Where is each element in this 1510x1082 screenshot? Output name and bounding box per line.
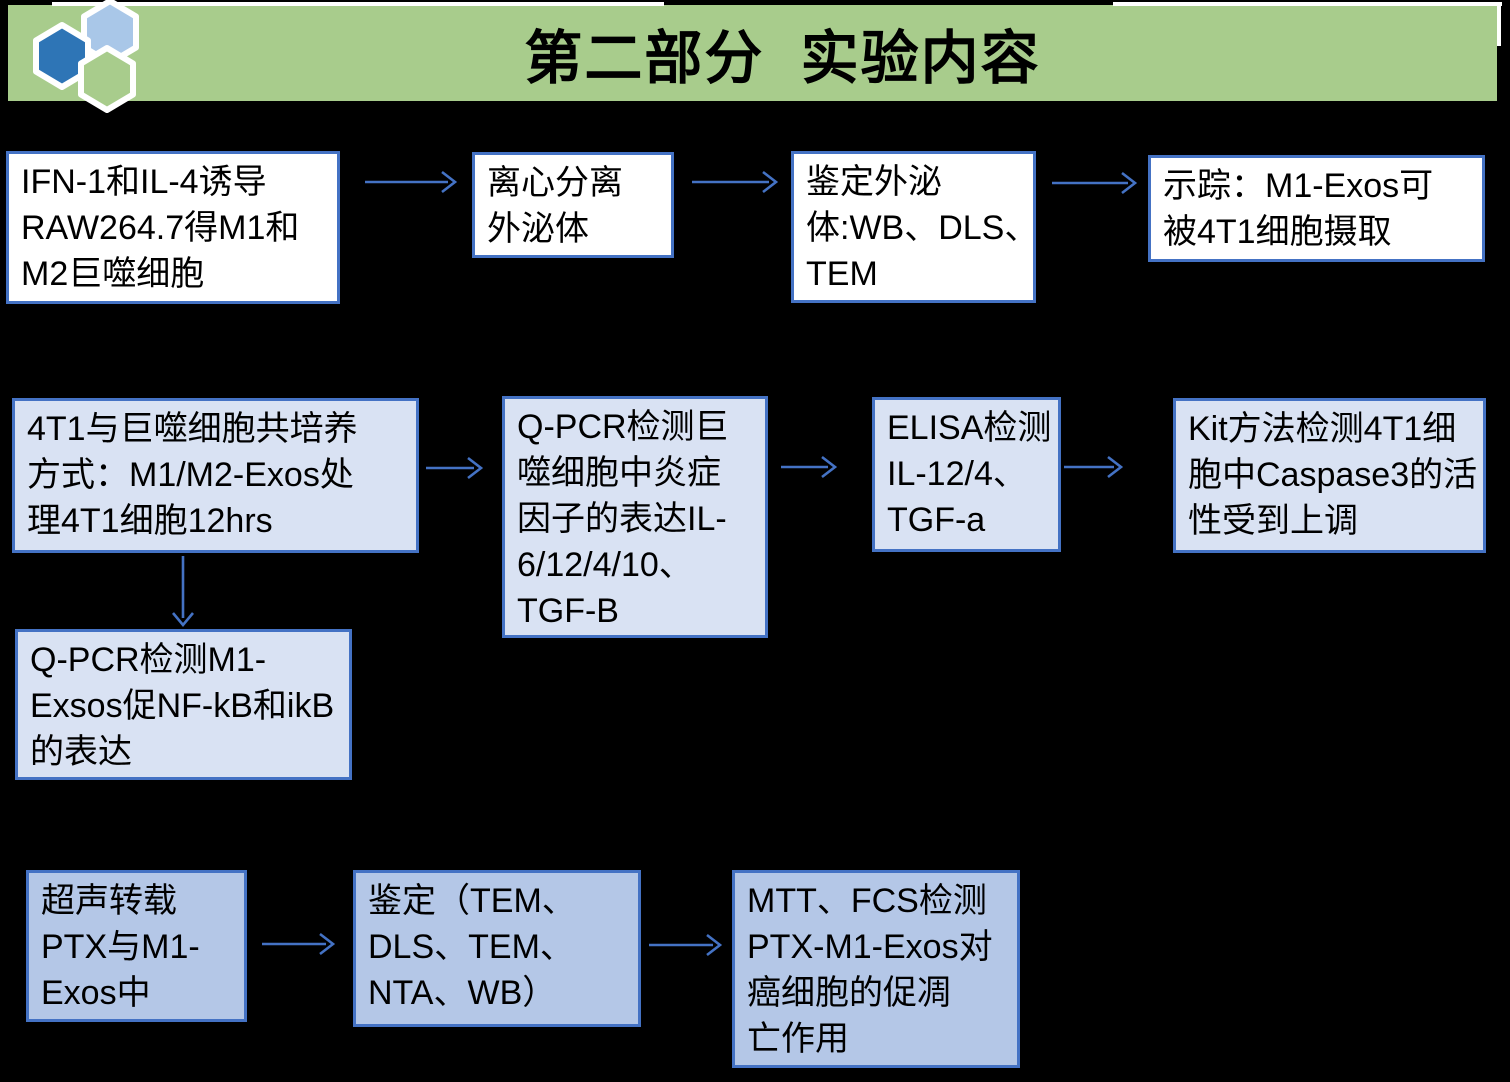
flow-box-centrifuge-exosomes: 离心分离 外泌体 <box>472 152 674 258</box>
hexagon-logo <box>33 0 139 113</box>
flow-arrow-right-icon <box>1052 171 1138 195</box>
dark-blue-hexagon-icon <box>33 22 91 90</box>
flow-arrow-right-icon <box>781 455 838 479</box>
header-right-accent-line <box>1497 2 1501 46</box>
flow-arrow-down-icon <box>172 556 194 628</box>
flow-box-elisa: ELISA检测 IL-12/4、 TGF-a <box>872 397 1061 552</box>
flow-box-qpcr-inflammatory-factors: Q-PCR检测巨 噬细胞中炎症 因子的表达IL- 6/12/4/10、 TGF-… <box>502 396 768 638</box>
flow-box-qpcr-nfkb: Q-PCR检测M1- Exsos促NF-kB和ikB 的表达 <box>15 629 352 780</box>
flow-arrow-right-icon <box>365 170 458 194</box>
slide-title: 第二部分 实验内容 <box>524 26 1041 91</box>
flow-box-tracing-uptake: 示踪：M1-Exos可 被4T1细胞摄取 <box>1148 155 1485 262</box>
header-top-accent-line-right <box>1113 2 1502 6</box>
flow-box-identify-ptx-exos: 鉴定（TEM、 DLS、TEM、 NTA、WB） <box>353 870 641 1027</box>
header-top-accent-line-left <box>52 2 664 6</box>
flow-arrow-right-icon <box>262 932 336 956</box>
header-bar <box>8 5 1497 101</box>
flow-box-caspase3-kit: Kit方法检测4T1细 胞中Caspase3的活 性受到上调 <box>1173 398 1486 553</box>
flow-box-mtt-fcs-apoptosis: MTT、FCS检测 PTX-M1-Exos对 癌细胞的促凋 亡作用 <box>732 870 1020 1068</box>
flow-arrow-right-icon <box>692 170 779 194</box>
green-hexagon-icon <box>78 45 136 113</box>
flow-arrow-right-icon <box>649 933 723 957</box>
flow-arrow-right-icon <box>1064 455 1124 479</box>
flow-box-identify-exosomes: 鉴定外泌 体:WB、DLS、 TEM <box>791 151 1036 303</box>
flow-box-induce-macrophages: IFN-1和IL-4诱导 RAW264.7得M1和 M2巨噬细胞 <box>6 151 340 304</box>
flow-box-coculture-4t1: 4T1与巨噬细胞共培养 方式：M1/M2-Exos处 理4T1细胞12hrs <box>12 398 419 553</box>
flow-box-ultrasound-load-ptx: 超声转载 PTX与M1- Exos中 <box>26 870 247 1022</box>
flow-arrow-right-icon <box>426 456 484 480</box>
